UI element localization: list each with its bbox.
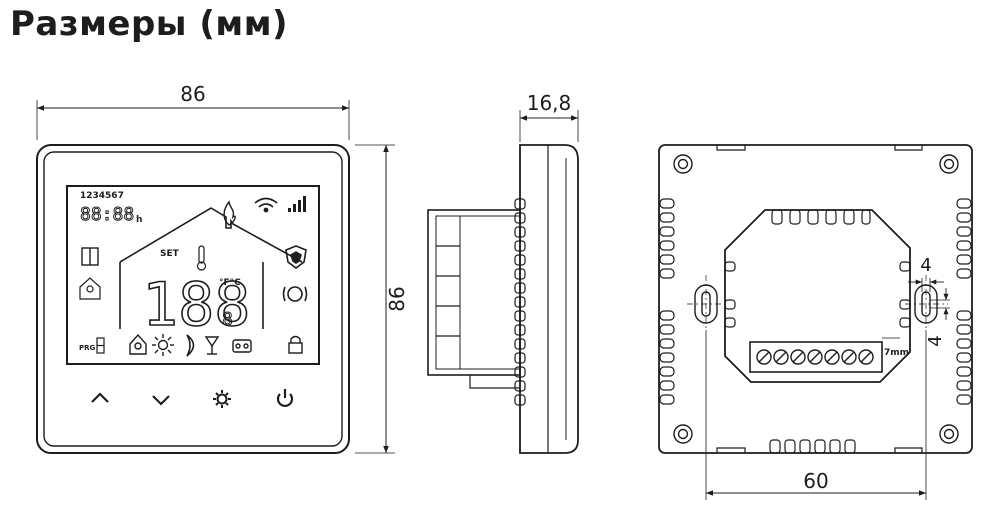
front-outer-frame: [36, 144, 350, 454]
back-view: [658, 144, 973, 500]
power-button[interactable]: [276, 389, 294, 407]
lcd-temp-unit: °F°C: [219, 278, 241, 288]
back-width-label: 60: [803, 469, 828, 493]
terminal-block: [749, 341, 883, 373]
down-button[interactable]: [152, 395, 170, 406]
flame-icon: [223, 200, 236, 226]
settings-button[interactable]: [213, 390, 231, 408]
slot-height-label: 4: [925, 335, 946, 346]
side-front-panel: [519, 144, 579, 454]
shield-icon: [285, 245, 307, 269]
away-person-icon: [79, 277, 101, 300]
house-outline: [119, 207, 303, 263]
corner-holes: [673, 154, 959, 444]
prg-digit-icon: [96, 337, 105, 354]
back-module: [724, 209, 911, 383]
side-back-box: [427, 209, 521, 376]
strip-length-label: 7mm: [884, 348, 909, 358]
side-depth-label: 16,8: [527, 91, 572, 115]
lcd-clock: 88:88: [80, 204, 134, 225]
moon-icon: [186, 334, 195, 357]
slot-width-label: 4: [920, 255, 931, 276]
terminal-screws: [756, 349, 874, 365]
page-title: Размеры (мм): [10, 4, 289, 44]
sun-icon: [152, 334, 174, 356]
signal-icon: [288, 196, 306, 212]
left-vents: [659, 198, 675, 405]
front-inner-frame: [43, 151, 343, 447]
home-icon: [129, 333, 147, 355]
cocktail-icon: [204, 336, 220, 355]
lcd-prg-label: PRG: [79, 344, 96, 352]
window-icon: [81, 247, 99, 266]
valve-icon: [282, 286, 308, 302]
lock-icon: [288, 335, 303, 354]
wifi-icon: [254, 197, 278, 213]
side-ribs: [514, 198, 526, 406]
front-width-label: 86: [180, 82, 205, 106]
heater-icon: [232, 339, 252, 353]
lcd-main-digit-small: 8: [222, 309, 233, 330]
back-outer-frame: [658, 144, 973, 454]
thermometer-icon: [196, 245, 207, 271]
front-view: [36, 100, 395, 454]
lcd-set-label: SET: [160, 249, 180, 259]
side-view: [427, 110, 579, 454]
up-button[interactable]: [91, 392, 109, 403]
front-height-label: 86: [385, 286, 409, 311]
lcd-clock-unit: h: [136, 215, 142, 225]
right-vents: [956, 198, 972, 405]
lcd-main-digits: 188: [142, 270, 250, 340]
lcd-days: 1234567: [80, 191, 124, 201]
lcd-screen: [66, 185, 320, 365]
